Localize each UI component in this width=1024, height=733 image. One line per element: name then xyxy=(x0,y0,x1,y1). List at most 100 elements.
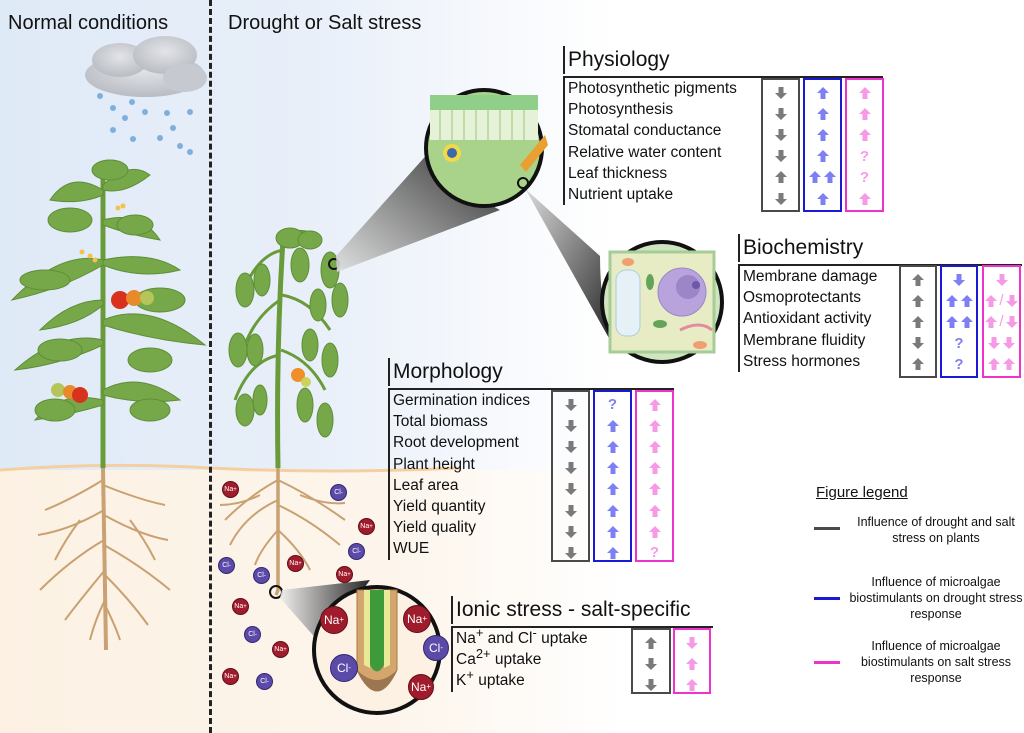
arrow-up-icon xyxy=(648,440,661,453)
legend-title: Figure legend xyxy=(816,484,908,501)
ionic-stress-section: Ionic stress - salt-specific Na+ and Cl-… xyxy=(451,596,713,694)
arrow-up-icon xyxy=(606,546,619,559)
arrow-down-icon xyxy=(774,192,787,205)
normal-conditions-title: Normal conditions xyxy=(8,12,169,34)
arrow-up-icon xyxy=(988,358,1000,371)
parameter-label: Photosynthetic pigments xyxy=(568,80,737,97)
unknown-effect-mark: ? xyxy=(649,544,660,562)
effect-cell: ? xyxy=(942,333,976,354)
healthy-tomato-plant xyxy=(10,159,207,468)
effect-cell xyxy=(633,632,669,653)
arrow-up-icon xyxy=(824,171,836,184)
effect-cell: ? xyxy=(847,167,882,188)
section-rule xyxy=(563,76,883,78)
section-title: Morphology xyxy=(388,358,530,386)
effect-cell xyxy=(763,82,798,103)
tomato-fruits xyxy=(51,290,154,403)
legend-swatch xyxy=(814,597,840,600)
arrow-up-icon xyxy=(606,440,619,453)
parameter-label: Photosynthesis xyxy=(568,101,674,119)
effect-cell xyxy=(901,354,935,375)
arrow-up-icon xyxy=(945,294,958,307)
arrow-down-icon xyxy=(645,657,657,670)
section-rule xyxy=(451,626,713,628)
effect-cell xyxy=(847,124,882,145)
effect-cell xyxy=(595,458,630,479)
arrow-up-icon xyxy=(648,419,661,432)
sodium-ion: Na+ xyxy=(222,481,239,498)
salt-biostimulant-column: // xyxy=(982,265,1021,378)
arrow-down-icon xyxy=(564,462,577,475)
effect-cell xyxy=(633,653,669,674)
arrow-down-icon xyxy=(1005,294,1018,307)
parameter-label: Stress hormones xyxy=(743,352,861,370)
arrow-up-icon xyxy=(648,462,661,475)
effect-cell xyxy=(763,188,798,209)
effect-cell xyxy=(805,124,840,145)
parameter-label: Membrane fluidity xyxy=(743,331,866,349)
arrow-up-icon xyxy=(816,86,829,99)
arrow-up-icon xyxy=(960,315,973,328)
effect-cell xyxy=(942,290,976,311)
parameter-label: Relative water content xyxy=(568,143,722,161)
arrow-up-icon xyxy=(858,86,871,99)
effect-cell xyxy=(637,436,672,457)
zoom-cone-cell xyxy=(522,186,610,340)
physiology-section: Physiology Photosynthetic pigments Photo… xyxy=(563,46,884,212)
chloride-ion: Cl- xyxy=(330,484,347,501)
arrow-down-icon xyxy=(774,107,787,120)
zoom-point-cell xyxy=(517,177,529,189)
effect-cell xyxy=(637,521,672,542)
arrow-down-icon xyxy=(564,398,577,411)
effect-cell xyxy=(553,436,588,457)
effect-cell xyxy=(847,188,882,209)
unknown-effect-mark: ? xyxy=(607,396,618,414)
drought-biostimulant-column: ? xyxy=(593,390,632,562)
parameter-label: WUE xyxy=(393,540,430,558)
arrow-up-icon xyxy=(606,525,619,538)
salt-biostimulant-column: ? xyxy=(635,390,674,562)
parameter-label: Osmoprotectants xyxy=(743,289,862,307)
arrow-up-icon xyxy=(774,171,787,184)
unknown-effect-mark: ? xyxy=(954,355,964,373)
effect-cell xyxy=(901,311,935,332)
effect-cell xyxy=(553,394,588,415)
zoom-cone-leaf xyxy=(336,140,500,272)
arrow-down-icon xyxy=(686,636,698,649)
rain-cloud-icon xyxy=(85,36,207,97)
sodium-ion: Na+ xyxy=(336,566,353,583)
salt-biostimulant-column: ?? xyxy=(845,78,884,212)
section-rule xyxy=(738,264,1022,266)
section-title: Biochemistry xyxy=(738,234,877,262)
arrow-up-icon xyxy=(606,504,619,517)
sodium-ion: Na+ xyxy=(232,598,249,615)
effect-cell xyxy=(675,674,709,695)
arrow-up-icon xyxy=(816,128,829,141)
arrow-down-icon xyxy=(953,273,965,286)
effect-cell xyxy=(805,167,840,188)
arrow-up-icon xyxy=(912,315,924,328)
legend-text: Influence of microalgae biostimulants on… xyxy=(849,575,1023,621)
arrow-up-icon xyxy=(858,107,871,120)
arrow-down-icon xyxy=(774,150,787,163)
effect-cell xyxy=(675,632,709,653)
stress-effect-column xyxy=(899,265,937,378)
chloride-ion-magnified: Cl- xyxy=(423,635,449,661)
arrow-up-icon xyxy=(912,358,924,371)
effect-cell xyxy=(595,436,630,457)
parameter-label: K+ uptake xyxy=(456,667,525,690)
arrow-up-icon xyxy=(858,192,871,205)
section-rule xyxy=(388,388,674,390)
chloride-ion: Cl- xyxy=(244,626,261,643)
chloride-ion: Cl- xyxy=(218,557,235,574)
arrow-up-icon xyxy=(606,462,619,475)
biochemistry-section: Biochemistry Membrane damage Osmoprotect… xyxy=(738,234,1022,378)
parameter-label: Root development xyxy=(393,434,519,452)
parameter-label: Nutrient uptake xyxy=(568,185,674,203)
arrow-up-icon xyxy=(912,294,924,307)
leaf-cross-section-icon xyxy=(424,88,548,208)
arrow-down-icon xyxy=(564,546,577,559)
unknown-effect-mark: ? xyxy=(954,334,964,352)
arrow-down-icon xyxy=(774,86,787,99)
effect-cell xyxy=(553,458,588,479)
